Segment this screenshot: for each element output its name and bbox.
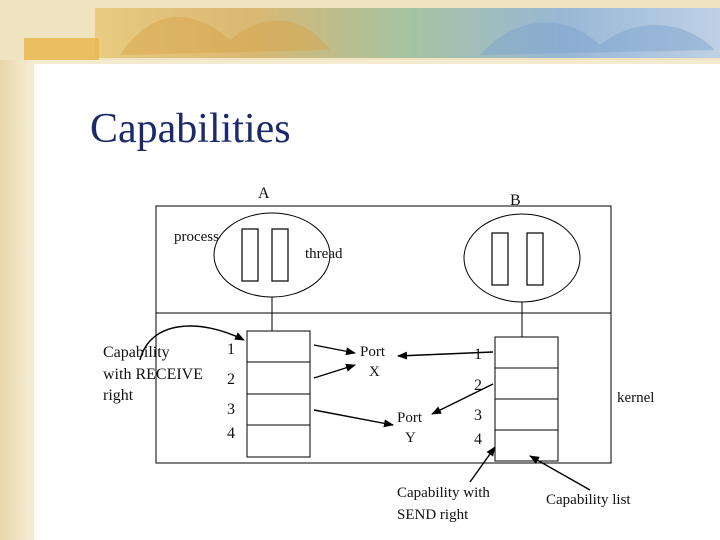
table-b-index-1: 1 [474, 346, 482, 363]
thread-b1 [491, 232, 509, 286]
table-b-index-4: 4 [474, 431, 482, 448]
label-a: A [258, 185, 270, 202]
receive-label-line3: right [103, 387, 134, 404]
port-y-label-line2: Y [405, 430, 416, 446]
process-b [463, 213, 581, 303]
table-a-index-1: 1 [227, 341, 235, 358]
arrows [139, 325, 591, 491]
receive-label-line1: Capability [103, 344, 170, 361]
label-b: B [510, 192, 521, 209]
table-b-index-3: 3 [474, 407, 482, 424]
thread-b2 [526, 232, 544, 286]
process-b-ellipse [463, 213, 581, 303]
label-kernel: kernel [617, 390, 654, 406]
arrow-list-to-table-b [529, 455, 591, 491]
table-b-index-2: 2 [474, 377, 482, 394]
table-a-index-4: 4 [227, 425, 235, 442]
capability-list-label: Capability list [546, 492, 631, 508]
thread-a1 [241, 228, 259, 282]
arrow-b2-to-port-y [431, 383, 494, 415]
arrow-receive-to-table-a [139, 325, 245, 361]
capability-table-a [246, 330, 311, 458]
port-x-label-line2: X [369, 364, 380, 380]
label-process: process [174, 229, 219, 245]
slide-title: Capabilities [90, 106, 291, 152]
arrow-a3-to-port-y [313, 409, 394, 428]
process-a [213, 212, 331, 298]
table-a-index-2: 2 [227, 371, 235, 388]
arrow-a2-to-port-x [313, 363, 356, 379]
port-y-label-line1: Port [397, 410, 423, 426]
slide-panel [34, 64, 720, 540]
arrow-send-to-table-b [469, 446, 496, 483]
port-x-label-line1: Port [360, 344, 386, 360]
send-label-line1: Capability with [397, 485, 490, 501]
send-label-line2: SEND right [397, 507, 469, 523]
receive-label-line2: with RECEIVE [103, 366, 203, 383]
arrow-a1-to-port-x [313, 344, 356, 356]
table-a-index-3: 3 [227, 401, 235, 418]
arrow-b1-to-port-x [397, 351, 494, 360]
label-thread: thread [305, 246, 343, 262]
capability-table-b [494, 336, 559, 462]
thread-a2 [271, 228, 289, 282]
